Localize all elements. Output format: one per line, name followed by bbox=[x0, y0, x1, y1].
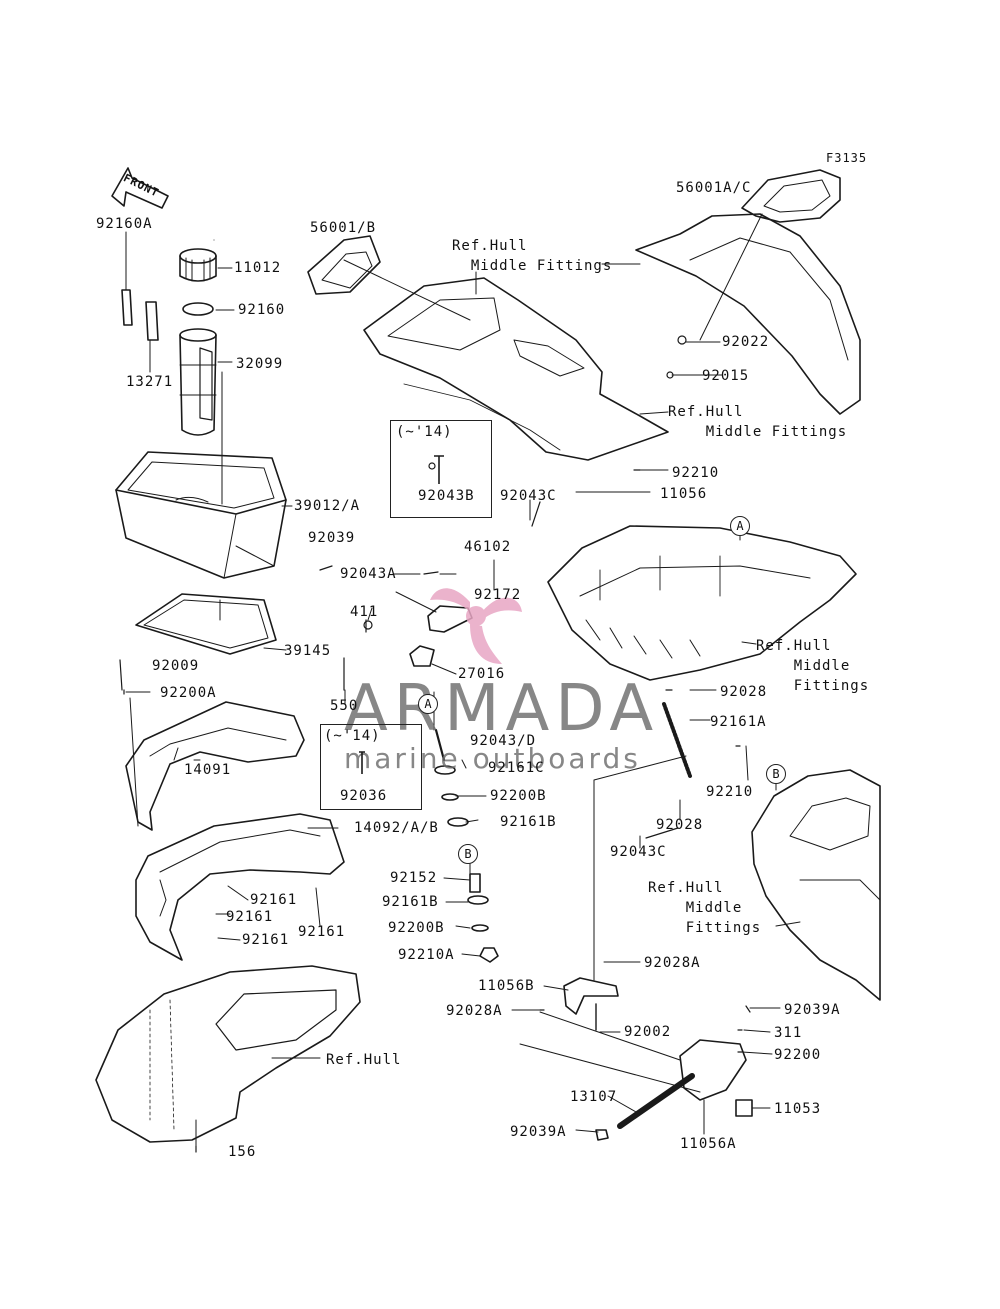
watermark-brand: ARMADA bbox=[344, 672, 660, 746]
part-label: 92028A bbox=[644, 955, 701, 971]
part-label: 13271 bbox=[126, 374, 174, 390]
part-label: 92161A bbox=[710, 714, 767, 730]
part-label: 92043C bbox=[610, 844, 667, 860]
deck-panel-lower-drawing bbox=[135, 813, 345, 961]
part-label: 411 bbox=[350, 604, 379, 620]
figure-code: F3135 bbox=[826, 151, 868, 165]
part-label: 92210 bbox=[672, 465, 720, 481]
part-label: 11056 bbox=[660, 486, 708, 502]
part-label: 92161 bbox=[298, 924, 346, 940]
part-label: 92161B bbox=[382, 894, 439, 910]
part-label: 92039 bbox=[308, 530, 356, 546]
o-ring-drawing bbox=[182, 302, 214, 316]
part-label: 92161 bbox=[226, 909, 274, 925]
pin-drawing bbox=[434, 455, 444, 484]
part-label: 56001/B bbox=[310, 220, 377, 236]
part-label: 13107 bbox=[570, 1089, 618, 1105]
part-label: 11012 bbox=[234, 260, 282, 276]
part-label: 92161C bbox=[488, 760, 545, 776]
part-label: 92160 bbox=[238, 302, 286, 318]
callout-b: B bbox=[458, 844, 478, 864]
part-label: 92152 bbox=[390, 870, 438, 886]
part-label: 550 bbox=[330, 698, 359, 714]
part-label: 32099 bbox=[236, 356, 284, 372]
variant-box-title: (~'14) bbox=[324, 728, 381, 744]
part-label: 39012/A bbox=[294, 498, 361, 514]
part-label: 92039A bbox=[510, 1124, 567, 1140]
part-label: 311 bbox=[774, 1025, 803, 1041]
ref-label-hull-middle-1: Ref.Hull Middle Fittings bbox=[452, 238, 613, 274]
part-label: 92160A bbox=[96, 216, 153, 232]
part-label: 92002 bbox=[624, 1024, 672, 1040]
part-label: 92043C bbox=[500, 488, 557, 504]
variant-box-92036 bbox=[320, 724, 422, 810]
part-label: 92161 bbox=[242, 932, 290, 948]
part-label: 92043/D bbox=[470, 733, 537, 749]
callout-a: A bbox=[730, 516, 750, 536]
ref-label-hull: Ref.Hull bbox=[326, 1052, 402, 1068]
part-label: 27016 bbox=[458, 666, 506, 682]
part-label: 92028A bbox=[446, 1003, 503, 1019]
hull-top-center-drawing bbox=[307, 235, 669, 461]
storage-bin-drawing bbox=[115, 451, 287, 579]
variant-box-part: 92043B bbox=[418, 488, 475, 504]
linkage-drawing bbox=[409, 605, 753, 1141]
part-label: 14091 bbox=[184, 762, 232, 778]
fuel-cap-drawing bbox=[179, 248, 217, 282]
front-arrow-icon bbox=[111, 167, 169, 209]
part-label: 14092/A/B bbox=[354, 820, 439, 836]
part-label: 11056A bbox=[680, 1136, 737, 1152]
ref-label-hull-middle-2: Ref.Hull Middle Fittings bbox=[668, 404, 848, 440]
part-label: 92009 bbox=[152, 658, 200, 674]
part-label: 92043A bbox=[340, 566, 397, 582]
part-label: 92210 bbox=[706, 784, 754, 800]
part-label: 92200A bbox=[160, 685, 217, 701]
hull-top-right-drawing bbox=[635, 169, 861, 415]
part-label: 156 bbox=[228, 1144, 257, 1160]
filler-neck-drawing bbox=[179, 328, 217, 436]
watermark-tagline: marine outboards bbox=[344, 742, 641, 775]
variant-box-title: (~'14) bbox=[396, 424, 453, 440]
pin-drawing bbox=[359, 751, 365, 774]
hull-front-drawing bbox=[95, 965, 361, 1143]
part-label: 92015 bbox=[702, 368, 750, 384]
part-label: 92022 bbox=[722, 334, 770, 350]
callout-b: B bbox=[766, 764, 786, 784]
part-label: 92172 bbox=[474, 587, 522, 603]
part-label: 92200B bbox=[388, 920, 445, 936]
part-label: 92028 bbox=[720, 684, 768, 700]
part-label: 46102 bbox=[464, 539, 512, 555]
part-label: 92161B bbox=[500, 814, 557, 830]
callout-a: A bbox=[418, 694, 438, 714]
ref-label-hull-middle-4: Ref.Hull Middle Fittings bbox=[648, 880, 762, 936]
part-label: 92200B bbox=[490, 788, 547, 804]
part-label: 92161 bbox=[250, 892, 298, 908]
part-label: 56001A/C bbox=[676, 180, 752, 196]
fasteners-drawing bbox=[119, 335, 751, 1153]
part-label: 92028 bbox=[656, 817, 704, 833]
ref-label-hull-middle-3: Ref.Hull Middle Fittings bbox=[756, 638, 870, 694]
deck-panel-left-drawing bbox=[125, 701, 305, 831]
part-label: 92039A bbox=[784, 1002, 841, 1018]
bin-gasket-drawing bbox=[135, 593, 277, 655]
part-label: 39145 bbox=[284, 643, 332, 659]
armada-logo-icon bbox=[430, 588, 522, 664]
part-label: 92210A bbox=[398, 947, 455, 963]
part-label: 11053 bbox=[774, 1101, 822, 1117]
part-label: 92200 bbox=[774, 1047, 822, 1063]
bracket-strip-drawing bbox=[121, 289, 133, 326]
part-label: 11056B bbox=[478, 978, 535, 994]
variant-box-92043b bbox=[390, 420, 492, 518]
middle-fitting-tray-drawing bbox=[547, 525, 857, 681]
hull-right-b-drawing bbox=[751, 769, 881, 1001]
bracket-plate-drawing bbox=[145, 301, 159, 341]
variant-box-part: 92036 bbox=[340, 788, 388, 804]
